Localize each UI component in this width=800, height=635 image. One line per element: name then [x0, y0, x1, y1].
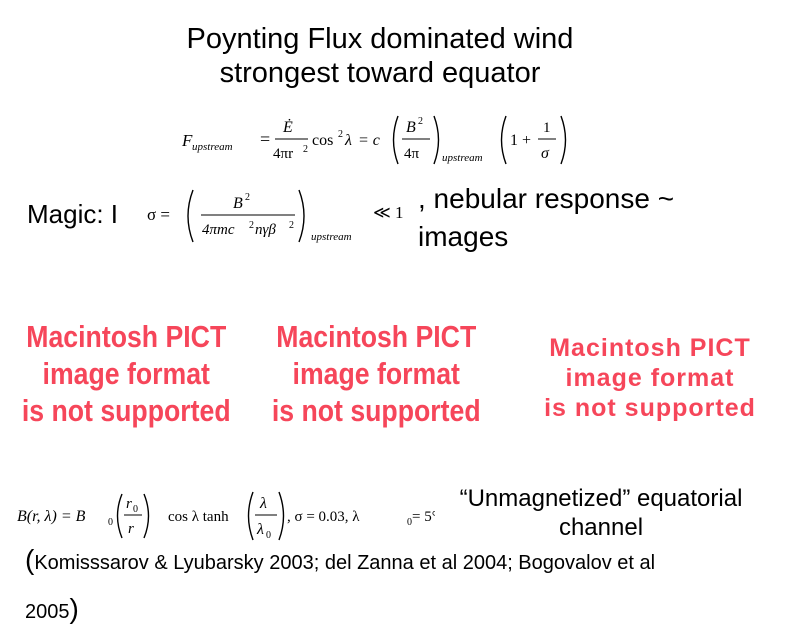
- eq2-params-sub: 0: [407, 517, 412, 528]
- magic-label: Magic: I: [27, 199, 119, 229]
- eq1-left-paren: [392, 115, 399, 165]
- eq1-right-paren-2: [560, 115, 567, 165]
- eq1-denom1-exp: 2: [303, 144, 308, 155]
- pict3-line1: Macintosh PICT: [549, 334, 751, 362]
- title-line-1: Poynting Flux dominated wind: [186, 23, 574, 55]
- eq1-lambda: λ: [344, 132, 352, 149]
- pict1-line3: is not supported: [21, 393, 231, 428]
- eq1-cos: cos: [312, 132, 333, 149]
- magic-num: B: [233, 195, 243, 212]
- eq1-edot: Ė: [282, 118, 293, 136]
- eq1-right-paren: [433, 115, 440, 165]
- slide-title: Poynting Flux dominated wind strongest t…: [100, 22, 660, 90]
- nebular-response-text: , nebular response ~ images: [418, 180, 788, 256]
- magic-denom: 4πmc: [202, 222, 235, 238]
- refs-open-paren: (: [25, 544, 35, 575]
- nebular-line-1: , nebular response ~: [418, 183, 675, 214]
- eq1-eq-c: = c: [358, 132, 380, 149]
- references: (Komisssarov & Lyubarsky 2003; del Zanna…: [25, 537, 785, 635]
- eq1-one-plus: 1 +: [510, 132, 531, 149]
- eq1-left-paren-2: [500, 115, 507, 165]
- eq2-lambda0-sub: 0: [266, 530, 271, 541]
- eq2-lhs: B(r, λ) = B: [17, 508, 86, 525]
- eq1-sub2: upstream: [442, 152, 483, 164]
- eq2-r0-sub: 0: [133, 504, 138, 515]
- magic-sub: upstream: [311, 231, 352, 243]
- eq1-sigma: σ: [541, 145, 550, 162]
- magic-num-exp: 2: [245, 192, 250, 203]
- eq2-sub0: 0: [108, 517, 113, 528]
- eq1-denom1: 4πr: [273, 146, 293, 162]
- refs-text-1: Komisssarov & Lyubarsky 2003; del Zanna …: [34, 552, 656, 574]
- unmagnetized-channel-text: “Unmagnetized” equatorial channel: [436, 484, 766, 542]
- magic-denom-tail: nγβ: [255, 222, 276, 238]
- pict2-line2: image format: [292, 356, 460, 391]
- eq1-cos-exp: 2: [338, 129, 343, 140]
- magic-right-paren: [298, 189, 305, 243]
- magic-denom-exp: 2: [249, 220, 254, 231]
- eq1-b-exp: 2: [418, 116, 423, 127]
- eq1-denom2: 4π: [404, 146, 420, 162]
- unmag-line-2: channel: [558, 514, 644, 541]
- refs-text-2: 2005: [25, 601, 70, 623]
- eq2-left-paren-1: [116, 493, 123, 539]
- pict-placeholder-1: Macintosh PICT image format is not suppo…: [8, 318, 245, 429]
- magic-denom-tail-exp: 2: [289, 220, 294, 231]
- magic-left-paren: [187, 189, 194, 243]
- pict1-line2: image format: [42, 356, 210, 391]
- pict-placeholder-2: Macintosh PICT image format is not suppo…: [258, 318, 495, 429]
- eq2-right-paren-1: [143, 493, 150, 539]
- eq2-params: , σ = 0.03, λ: [287, 509, 360, 525]
- nebular-line-2: images: [418, 221, 509, 252]
- pict3-line2: image format: [565, 364, 735, 392]
- eq2-right-paren-2: [278, 491, 285, 541]
- unmag-line-1: “Unmagnetized” equatorial: [459, 485, 743, 512]
- pict2-line1: Macintosh PICT: [276, 319, 477, 354]
- pict3-line3: is not supported: [544, 394, 756, 422]
- pict2-line3: is not supported: [271, 393, 481, 428]
- eq2-tail: = 5°: [412, 509, 435, 525]
- eq1-lhs: F: [181, 131, 193, 150]
- poynting-flux-equation: F upstream = Ė 4πr 2 cos 2 λ = c B 2 4π …: [181, 115, 567, 165]
- refs-close-paren: ): [69, 593, 79, 624]
- eq2-cos-tanh: cos λ tanh: [168, 509, 229, 525]
- pict-placeholder-3: Macintosh PICT image format is not suppo…: [515, 333, 785, 423]
- title-line-2: strongest toward equator: [219, 57, 541, 89]
- field-profile-equation: B(r, λ) = B 0 r 0 r cos λ tanh λ λ 0 , σ…: [17, 491, 435, 541]
- eq2-r: r: [128, 521, 134, 537]
- eq2-lambda0: λ: [256, 521, 264, 538]
- magic-sigma-eq: σ =: [147, 205, 170, 224]
- magnetization-equation: σ = B 2 4πmc 2 nγβ 2 upstream ≪ 1: [147, 189, 404, 243]
- pict1-line1: Macintosh PICT: [26, 319, 227, 354]
- eq2-lambda: λ: [259, 495, 267, 512]
- magic-ll: ≪ 1: [373, 203, 404, 222]
- eq1-b2: B: [406, 119, 416, 136]
- eq2-r0: r: [126, 496, 132, 512]
- eq1-one: 1: [543, 120, 551, 136]
- eq2-left-paren-2: [247, 491, 254, 541]
- eq1-equals: =: [260, 129, 270, 149]
- eq1-lhs-sub: upstream: [192, 141, 233, 153]
